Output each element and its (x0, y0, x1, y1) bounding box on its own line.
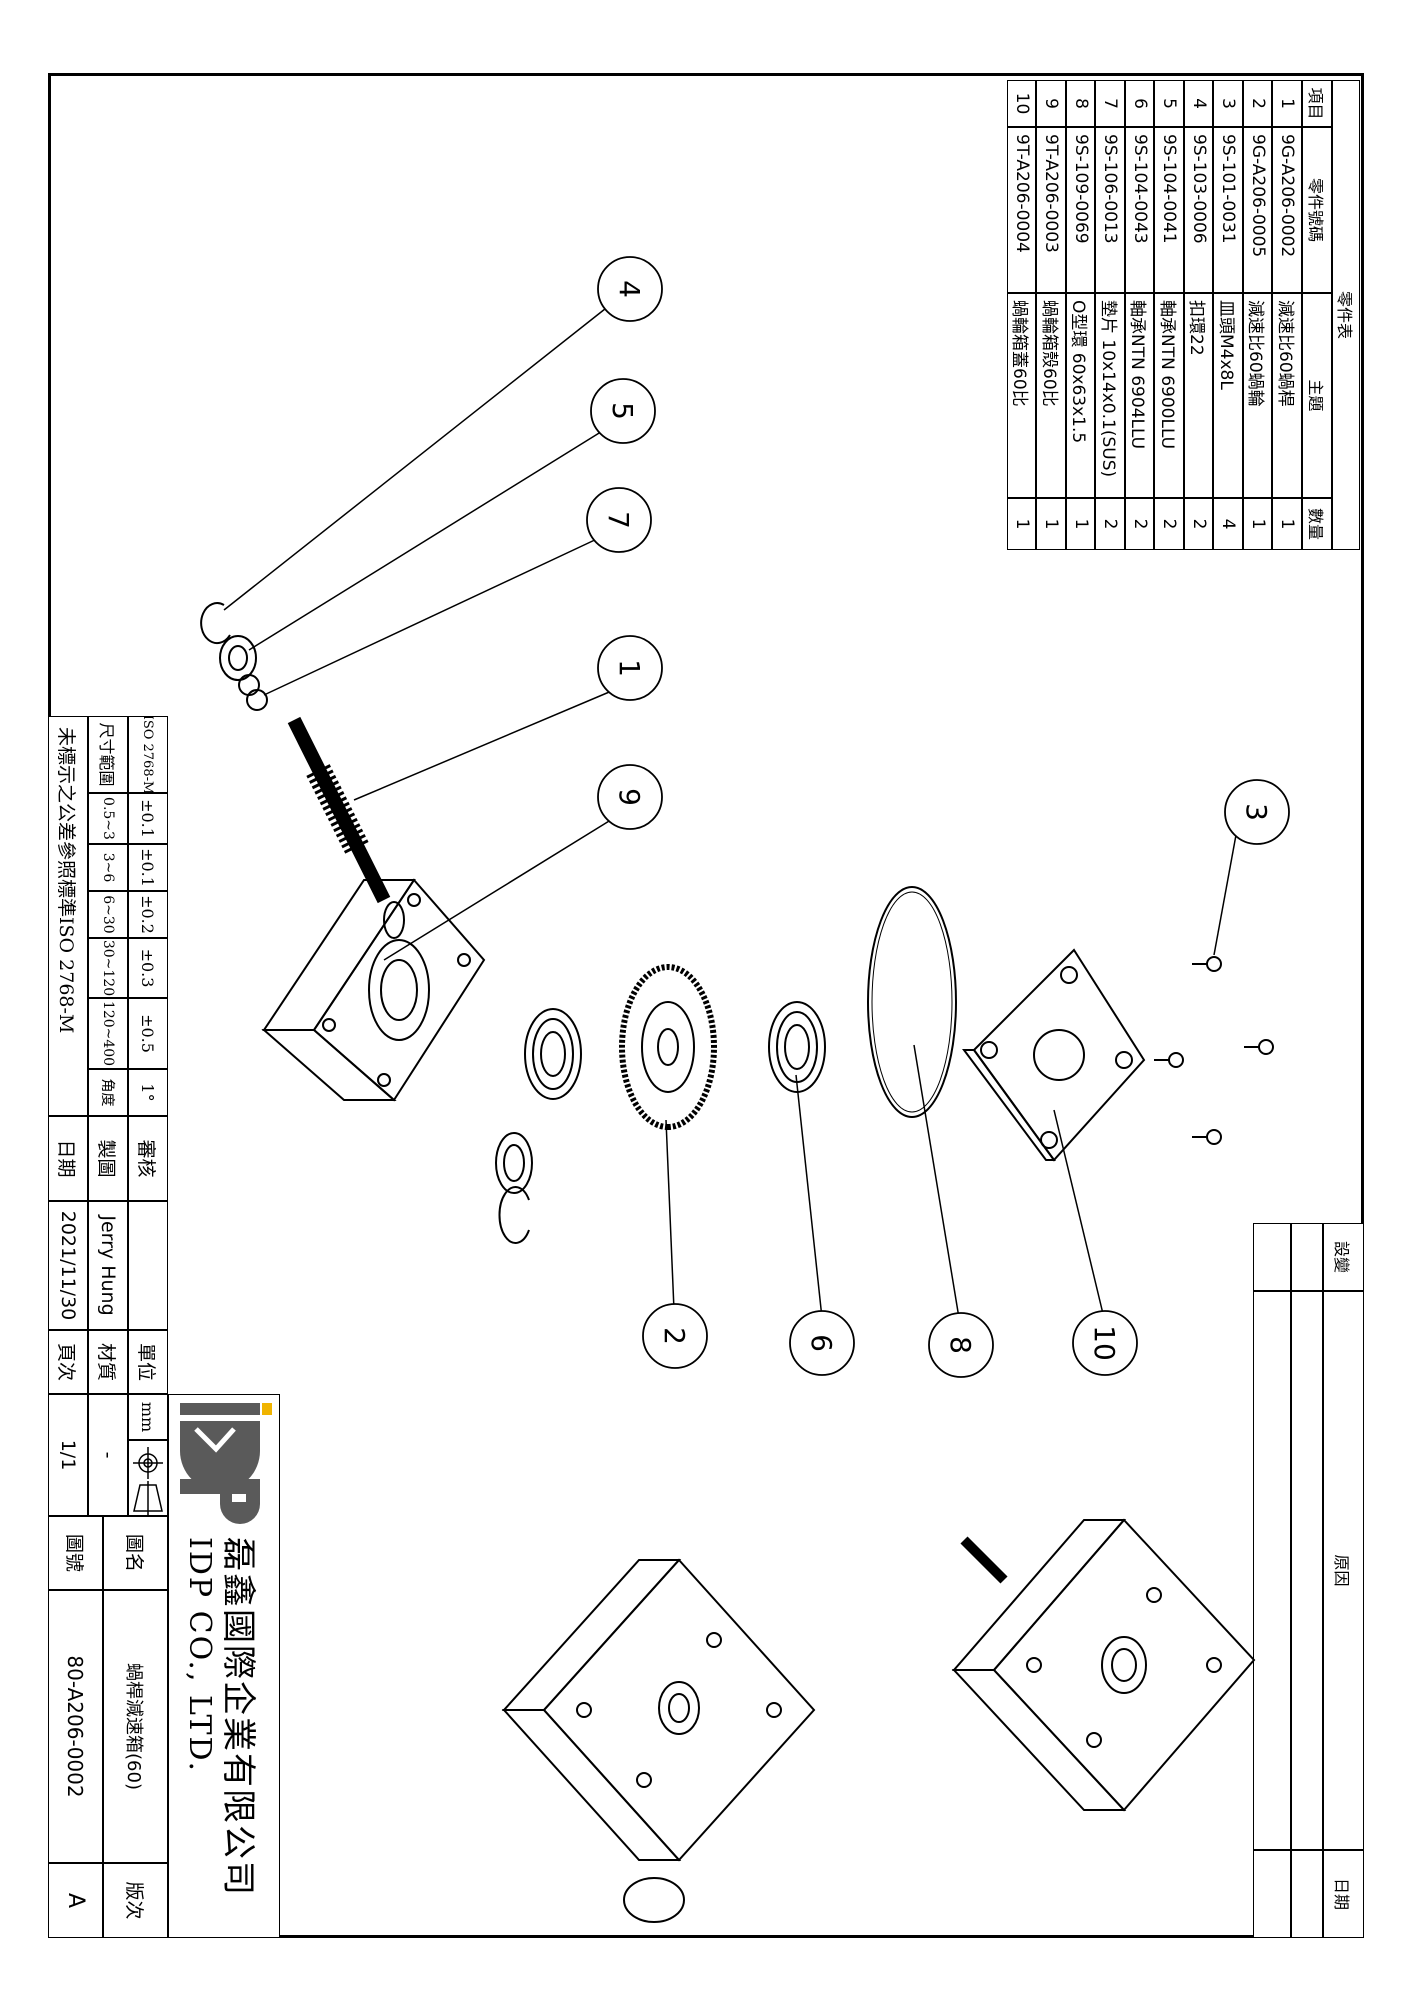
tolerance-value: ±0.5 (128, 998, 168, 1069)
leader-lines (223, 304, 1237, 1319)
size-range: 6~30 (88, 891, 128, 938)
projection-symbol (128, 1440, 168, 1516)
version-label: 版次 (103, 1863, 168, 1938)
size-range-label: 尺寸範圍 (88, 716, 128, 793)
company-logo-box: 磊鑫國際企業有限公司 IDP CO., LTD. (168, 1394, 280, 1938)
company-name-zh: 磊鑫國際企業有限公司 (218, 1537, 258, 1897)
tolerance-note: 未標示之公差參照標準ISO 2768-M (48, 716, 88, 1116)
company-name-en: IDP CO., LTD. (182, 1537, 217, 1774)
drawing-name-label: 圖名 (103, 1516, 168, 1590)
date-value: 2021/11/30 (48, 1201, 88, 1330)
assembled-view-front (951, 1518, 1256, 1812)
balloon-label: 1 (613, 659, 646, 677)
unit-value: mm (128, 1394, 168, 1440)
circlip-part (200, 602, 231, 645)
size-range: 角度 (88, 1069, 128, 1116)
assembled-view-rear (501, 1558, 816, 1923)
company-name: 磊鑫國際企業有限公司 IDP CO., LTD. (182, 1537, 266, 1897)
balloon-label: 6 (805, 1334, 838, 1352)
screw-icon (1154, 956, 1274, 1145)
o-ring-part (867, 886, 957, 1118)
review-label: 審核 (128, 1116, 168, 1201)
balloon-label: 8 (944, 1336, 977, 1354)
review-value (128, 1201, 168, 1330)
washer-part (246, 689, 268, 711)
balloon-label: 5 (606, 402, 639, 420)
idp-logo (180, 1403, 272, 1524)
version-value: A (48, 1863, 103, 1938)
unit-label: 單位 (128, 1330, 168, 1394)
drawing-name-value: 蝸桿減速箱(60) (103, 1590, 168, 1863)
size-range: 30~120 (88, 938, 128, 998)
balloon-label: 7 (602, 511, 635, 529)
material-value: - (88, 1394, 128, 1516)
tolerance-standard: ISO 2768-M (128, 716, 168, 793)
housing-part (261, 878, 486, 1102)
bearing-6900-part (495, 1132, 533, 1194)
drawn-label: 製圖 (88, 1116, 128, 1201)
drawn-value: Jerry Hung (88, 1201, 128, 1330)
page-label: 頁次 (48, 1330, 88, 1394)
balloon-label: 2 (658, 1327, 691, 1345)
third-angle-projection-icon (133, 1447, 163, 1515)
tolerance-value: ±0.2 (128, 891, 168, 938)
material-label: 材質 (88, 1330, 128, 1394)
bearing-6904-part (768, 1001, 826, 1093)
drawing-no-label: 圖號 (48, 1516, 103, 1590)
size-range: 0.5~3 (88, 793, 128, 844)
size-range: 120~400 (88, 998, 128, 1069)
size-range: 3~6 (88, 844, 128, 891)
tolerance-value: 1° (128, 1069, 168, 1116)
bearing-6900-part (219, 635, 257, 681)
worm-shaft-part (287, 716, 391, 904)
tolerance-value: ±0.3 (128, 938, 168, 998)
bearing-6904-part (524, 1008, 582, 1100)
date-label: 日期 (48, 1116, 88, 1201)
balloon-label: 10 (1088, 1325, 1121, 1361)
worm-gear-part (619, 964, 717, 1130)
circlip-part (498, 1186, 530, 1244)
balloon-label: 4 (613, 280, 646, 298)
page-value: 1/1 (48, 1394, 88, 1516)
balloon-label: 3 (1240, 803, 1273, 821)
balloons (586, 256, 1290, 1378)
tolerance-value: ±0.1 (128, 844, 168, 891)
drawing-no-value: 80-A206-0002 (48, 1590, 103, 1863)
tolerance-value: ±0.1 (128, 793, 168, 844)
cover-plate-part (962, 948, 1146, 1162)
balloon-label: 9 (613, 788, 646, 806)
